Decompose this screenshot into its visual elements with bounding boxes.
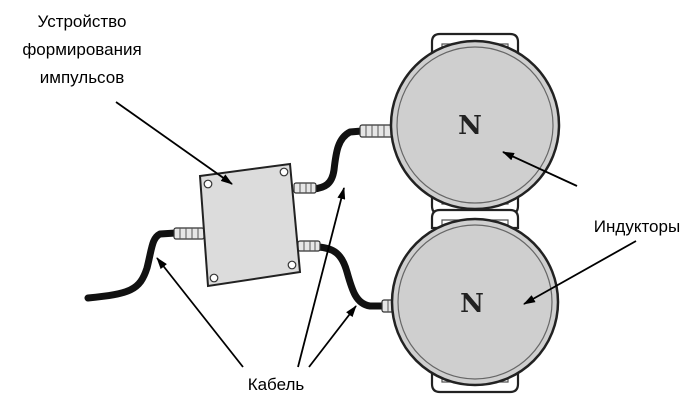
lower-inductor: N — [390, 208, 560, 394]
mains-cable — [84, 229, 180, 302]
cable-to-lower-inductor — [314, 243, 388, 310]
device-label-line3: импульсов — [40, 68, 124, 87]
device-leader-arrow — [115, 101, 233, 185]
inductor-lower-leader-arrow — [523, 240, 637, 305]
device-label-line1: Устройство — [38, 12, 127, 31]
lower-out-connector — [297, 240, 321, 252]
inductor-upper-leader-arrow — [502, 151, 578, 187]
cable-leader-lower-arrow — [308, 305, 357, 368]
pulse-device-box — [198, 162, 302, 288]
upper-out-connector — [293, 182, 317, 194]
cable-leader-mains-arrow — [156, 257, 244, 368]
mains-connector — [173, 227, 205, 240]
inductors-label: Индукторы — [594, 217, 680, 236]
cable-leader-upper-arrow — [297, 187, 346, 368]
device-label-line2: формирования — [22, 40, 141, 59]
upper-inductor: N — [389, 32, 561, 216]
cable-label: Кабель — [248, 375, 305, 394]
upper-inductor-connector — [359, 124, 395, 138]
cable-to-upper-inductor — [309, 127, 366, 193]
lower-inductor-pole-label: N — [460, 289, 484, 319]
upper-inductor-pole-label: N — [458, 111, 482, 141]
